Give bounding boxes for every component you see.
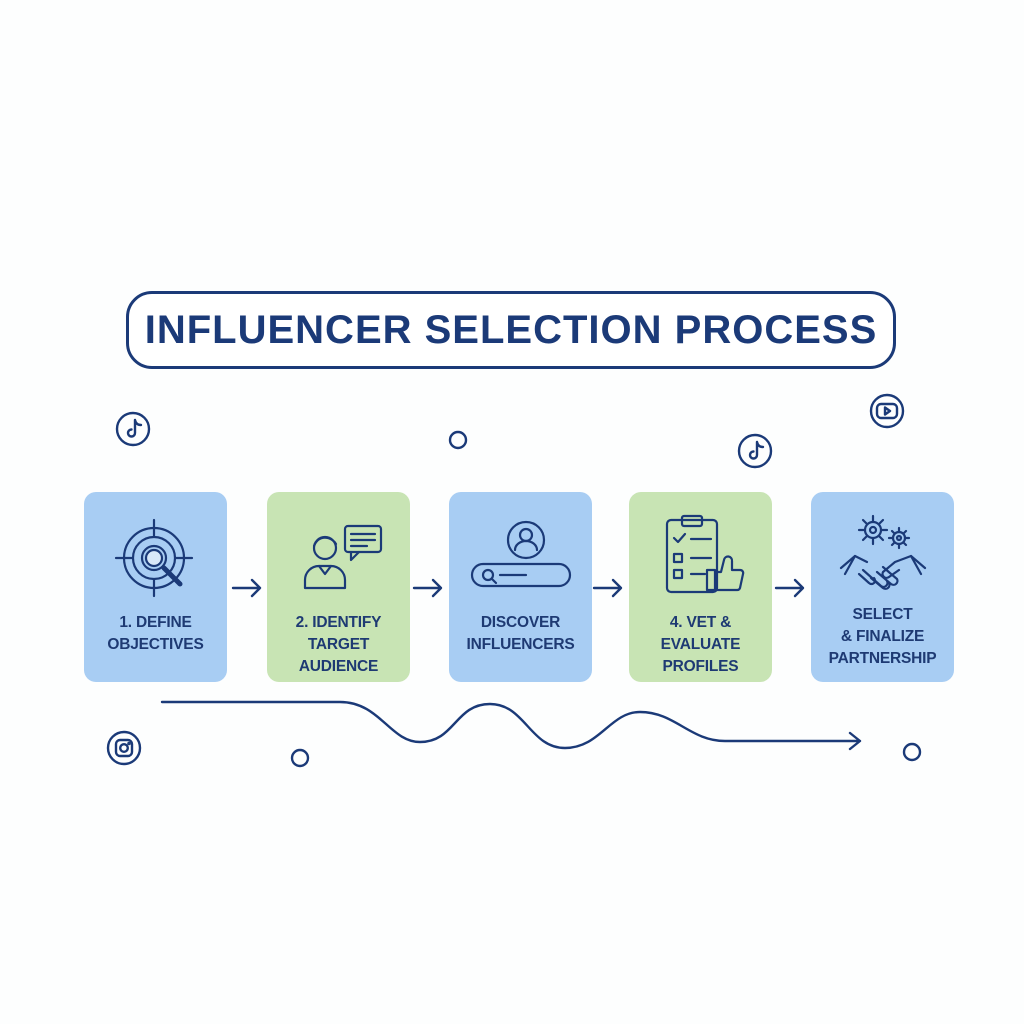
arrow-right-icon <box>774 578 805 598</box>
step-card-identify-target-audience: 2. IDENTIFY TARGET AUDIENCE <box>267 492 410 682</box>
instagram-icon <box>106 730 142 766</box>
step-card-select-finalize-partnership: SELECT & FINALIZE PARTNERSHIP <box>811 492 954 682</box>
gears-handshake-icon <box>839 514 926 590</box>
flow-wave-arrow <box>160 700 862 751</box>
dot-circle <box>448 430 468 450</box>
youtube-icon <box>869 393 905 429</box>
diagram-title: INFLUENCER SELECTION PROCESS <box>144 307 878 352</box>
step-card-define-objectives: 1. DEFINE OBJECTIVES <box>84 492 227 682</box>
title-banner: INFLUENCER SELECTION PROCESS <box>126 291 896 369</box>
person-chat-icon <box>303 524 382 590</box>
step-label: 2. IDENTIFY TARGET AUDIENCE <box>295 614 382 675</box>
step-card-discover-influencers: DISCOVER INFLUENCERS <box>449 492 592 682</box>
dot-circle <box>902 742 922 762</box>
checklist-thumbs-up-icon <box>665 514 744 594</box>
step-card-vet-evaluate-profiles: 4. VET & EVALUATE PROFILES <box>629 492 772 682</box>
profile-search-icon <box>470 520 571 588</box>
tiktok-icon <box>115 411 151 447</box>
step-label: 4. VET & EVALUATE PROFILES <box>660 614 741 675</box>
arrow-right-icon <box>592 578 623 598</box>
arrow-right-icon <box>412 578 443 598</box>
step-label: SELECT & FINALIZE PARTNERSHIP <box>828 606 937 667</box>
step-label: DISCOVER INFLUENCERS <box>466 614 575 653</box>
target-magnifier-icon <box>114 518 193 598</box>
tiktok-icon <box>737 433 773 469</box>
arrow-right-icon <box>231 578 262 598</box>
step-label: 1. DEFINE OBJECTIVES <box>107 614 204 653</box>
dot-circle <box>290 748 310 768</box>
